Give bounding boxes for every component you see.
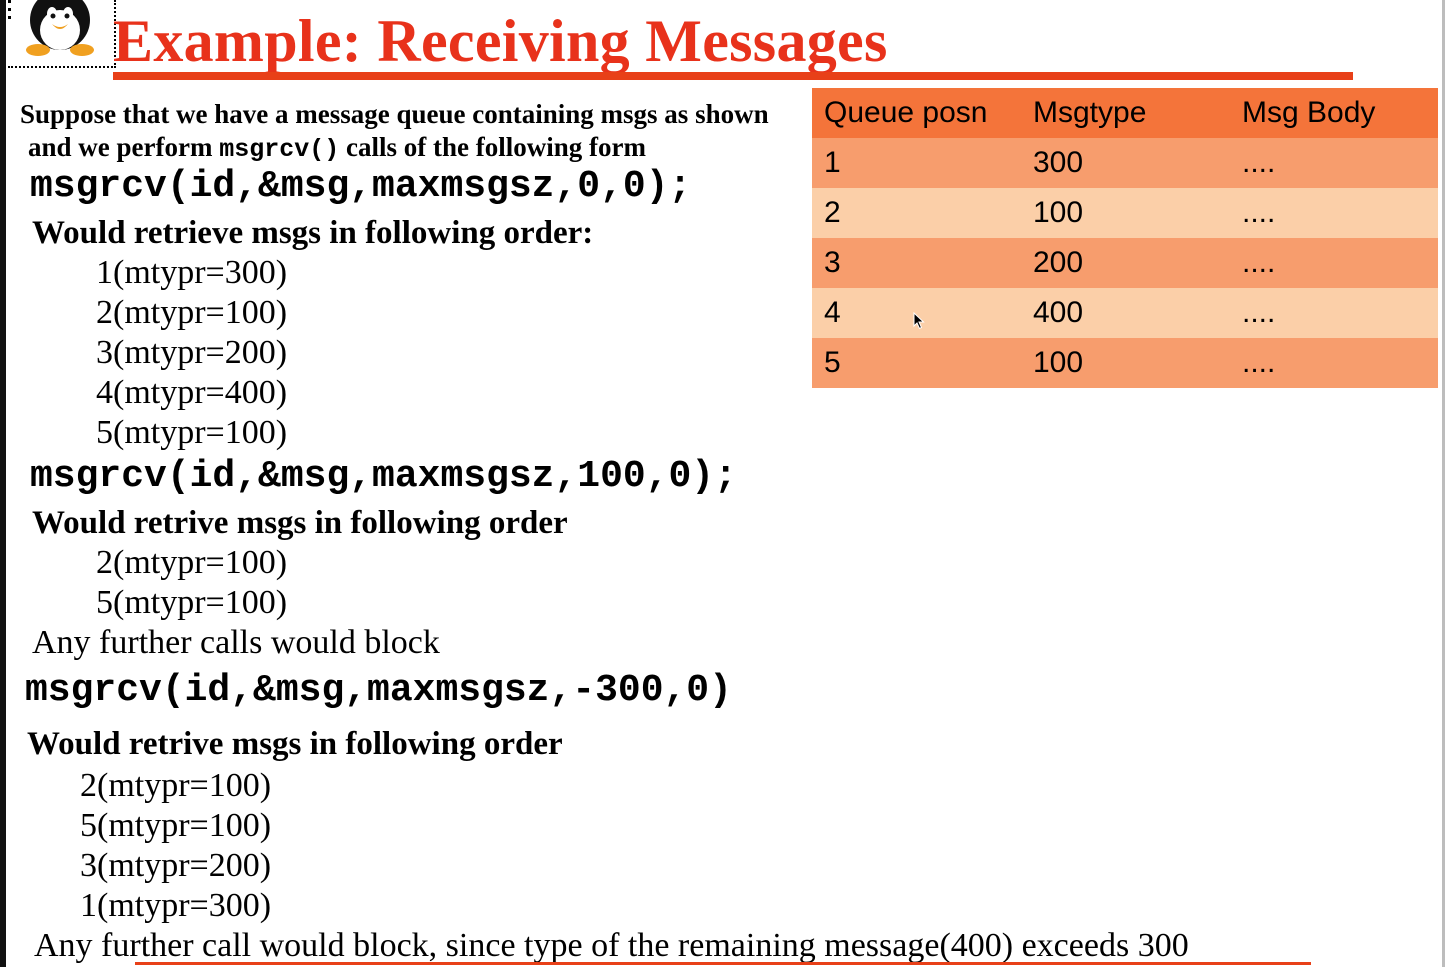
cell-queue-posn: 5: [824, 346, 841, 379]
intro-line-2-prefix: and we perform: [28, 132, 220, 162]
intro-line-1: Suppose that we have a message queue con…: [20, 99, 769, 129]
section-1-item-4: 4(mtypr=400): [96, 374, 288, 411]
message-queue-table: Queue posn Msgtype Msg Body 1 300 .... 2…: [812, 88, 1438, 388]
table-row: 1 300 ....: [812, 138, 1438, 188]
cell-queue-posn: 2: [824, 196, 841, 229]
section-2-note: Any further calls would block: [32, 624, 440, 661]
bottom-underline: [135, 962, 1311, 965]
section-3-call: msgrcv(id,&msg,maxmsgsz,-300,0): [25, 669, 732, 712]
section-1-item-5: 5(mtypr=100): [96, 414, 288, 451]
cell-msg-body: ....: [1242, 246, 1276, 279]
cell-msg-body: ....: [1242, 196, 1276, 229]
section-3-item-1: 2(mtypr=100): [80, 767, 272, 804]
cell-queue-posn: 1: [824, 146, 841, 179]
section-3-note: Any further call would block, since type…: [34, 927, 1189, 964]
table-row: 4 400 ....: [812, 288, 1438, 338]
section-3-item-3: 3(mtypr=200): [80, 847, 272, 884]
table-row: 5 100 ....: [812, 338, 1438, 388]
intro-msgrcv-code: msgrcv(): [219, 135, 340, 164]
logo: [8, 0, 116, 68]
section-3-heading: Would retrive msgs in following order: [27, 726, 563, 762]
cell-queue-posn: 4: [824, 296, 841, 329]
section-2-item-2: 5(mtypr=100): [96, 584, 288, 621]
slide-title: Example: Receiving Messages: [113, 8, 888, 74]
intro-line-2-suffix: calls of the following form: [339, 132, 646, 162]
table-row: 3 200 ....: [812, 238, 1438, 288]
cell-msg-body: ....: [1242, 346, 1276, 379]
section-3-item-2: 5(mtypr=100): [80, 807, 272, 844]
table-header-row: Queue posn Msgtype Msg Body: [812, 88, 1438, 138]
cell-msg-body: ....: [1242, 146, 1276, 179]
left-edge-border: [0, 0, 6, 967]
cell-msgtype: 200: [1033, 246, 1084, 279]
section-3-item-4: 1(mtypr=300): [80, 887, 272, 924]
section-1-call: msgrcv(id,&msg,maxmsgsz,0,0);: [30, 165, 692, 208]
column-header-msg-body: Msg Body: [1242, 96, 1376, 129]
intro-line-2: and we perform msgrcv() calls of the fol…: [28, 131, 646, 166]
section-1-item-1: 1(mtypr=300): [96, 254, 288, 291]
section-1-item-3: 3(mtypr=200): [96, 334, 288, 371]
cell-msgtype: 100: [1033, 196, 1084, 229]
section-1-heading: Would retrieve msgs in following order:: [32, 215, 594, 251]
mouse-cursor-icon: [913, 312, 925, 330]
section-2-heading: Would retrive msgs in following order: [32, 505, 568, 541]
cell-msgtype: 300: [1033, 146, 1084, 179]
section-2-call: msgrcv(id,&msg,maxmsgsz,100,0);: [30, 455, 737, 498]
section-1-item-2: 2(mtypr=100): [96, 294, 288, 331]
title-underline: [113, 72, 1353, 80]
cell-msgtype: 100: [1033, 346, 1084, 379]
cell-queue-posn: 3: [824, 246, 841, 279]
section-2-item-1: 2(mtypr=100): [96, 544, 288, 581]
tux-penguin-icon: [8, 0, 94, 56]
column-header-queue-posn: Queue posn: [824, 96, 988, 129]
cell-msg-body: ....: [1242, 296, 1276, 329]
table-row: 2 100 ....: [812, 188, 1438, 238]
cell-msgtype: 400: [1033, 296, 1084, 329]
right-edge-border: [1442, 0, 1445, 967]
column-header-msgtype: Msgtype: [1033, 96, 1147, 129]
